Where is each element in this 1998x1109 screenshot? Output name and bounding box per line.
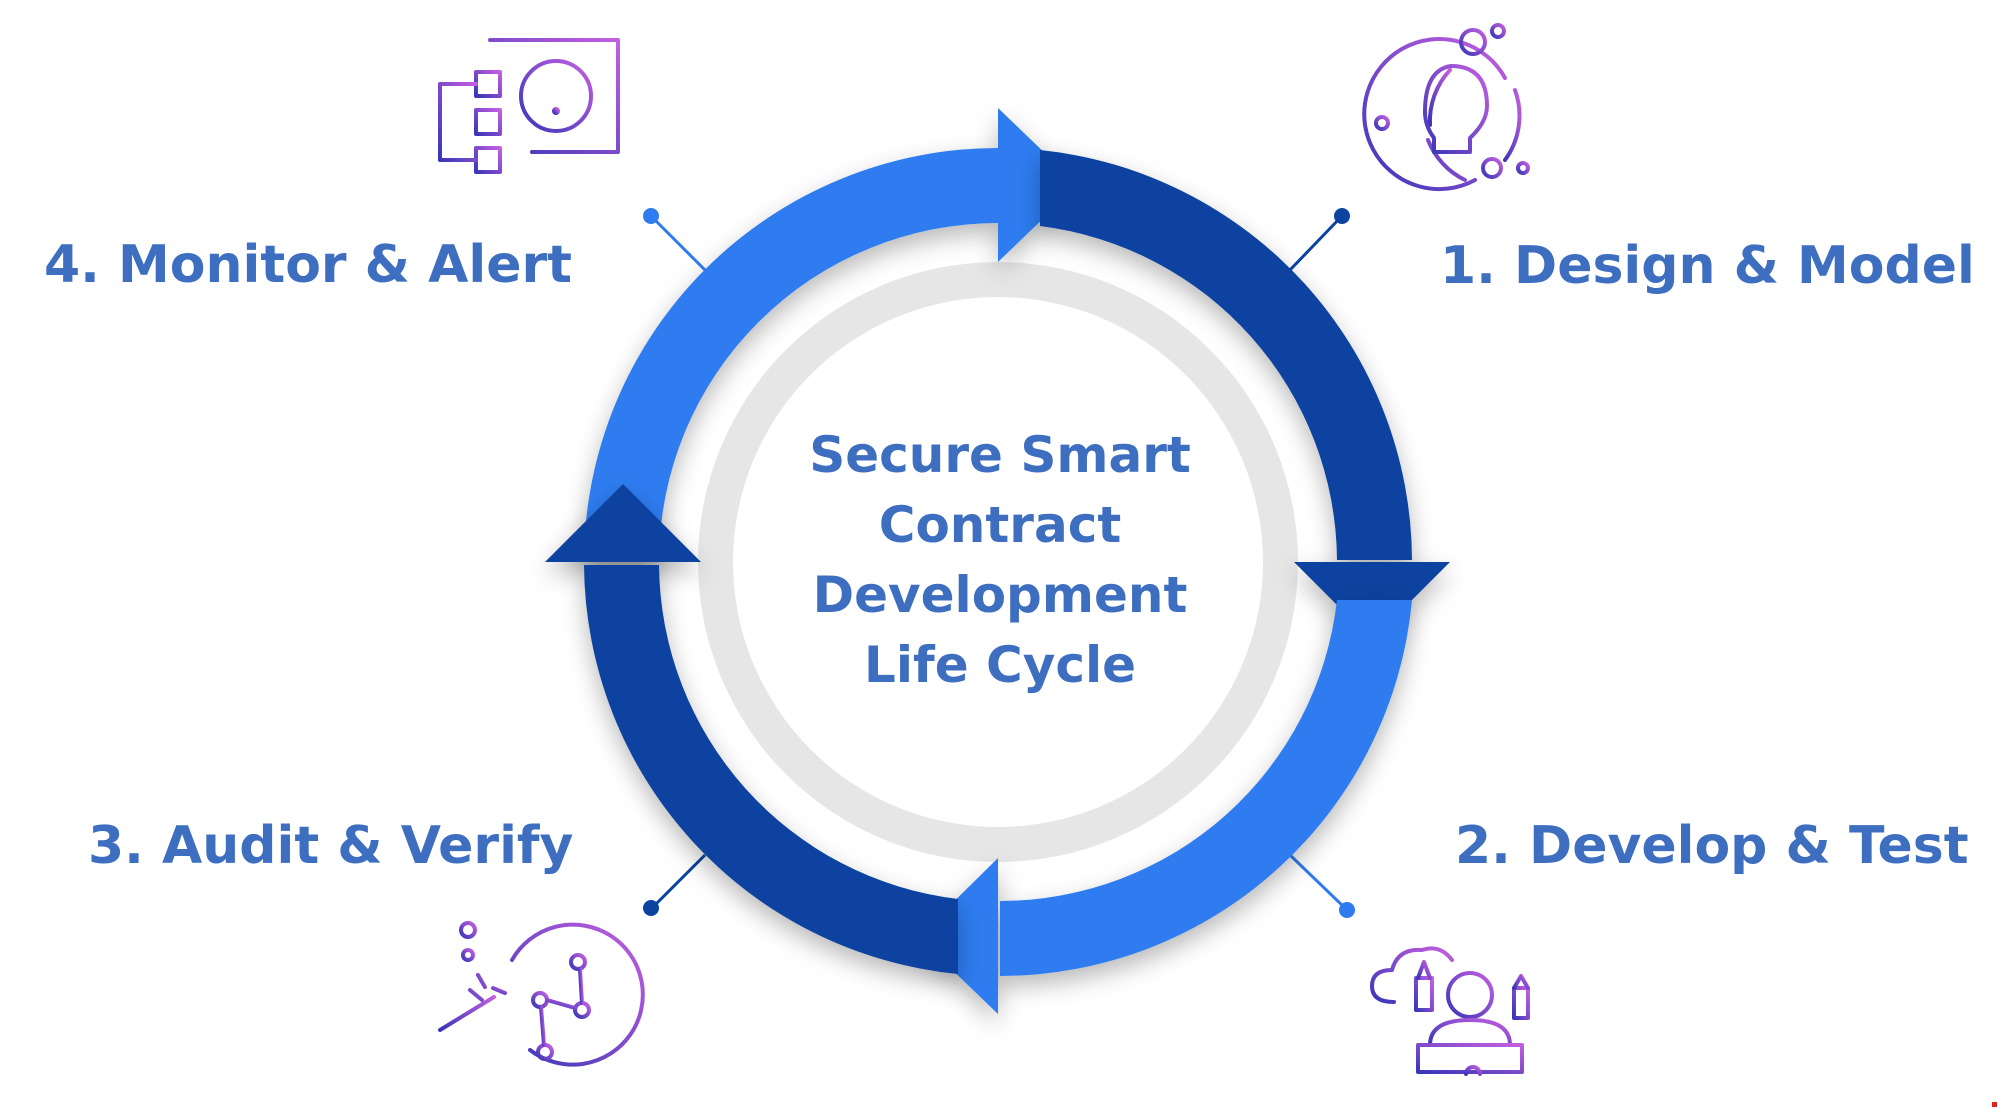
magic-wand-icon [438, 921, 645, 1067]
monitor-alert-icon [438, 38, 620, 174]
center-title-line: Contract [878, 496, 1122, 554]
developer-icon [1370, 942, 1568, 1076]
corner-mark [1992, 1102, 1997, 1107]
step-label-monitor: 4. Monitor & Alert [44, 235, 572, 295]
connector-top-right [1288, 208, 1350, 272]
step-label-develop: 2. Develop & Test [1455, 816, 1969, 876]
center-title-line: Secure Smart [809, 426, 1191, 484]
connector-top-left [643, 208, 707, 272]
step-label-audit: 3. Audit & Verify [88, 816, 574, 876]
arc-segment-audit [545, 484, 958, 974]
step-label-design: 1. Design & Model [1440, 236, 1975, 296]
center-title-line: Life Cycle [863, 636, 1137, 694]
center-title: Secure Smart Contract Development Life C… [760, 420, 1240, 700]
lightbulb-icon [1346, 23, 1532, 201]
center-title-line: Development [812, 566, 1188, 624]
connector-bottom-left [643, 853, 707, 916]
connector-bottom-right [1288, 853, 1355, 918]
center-disc [733, 297, 1263, 827]
